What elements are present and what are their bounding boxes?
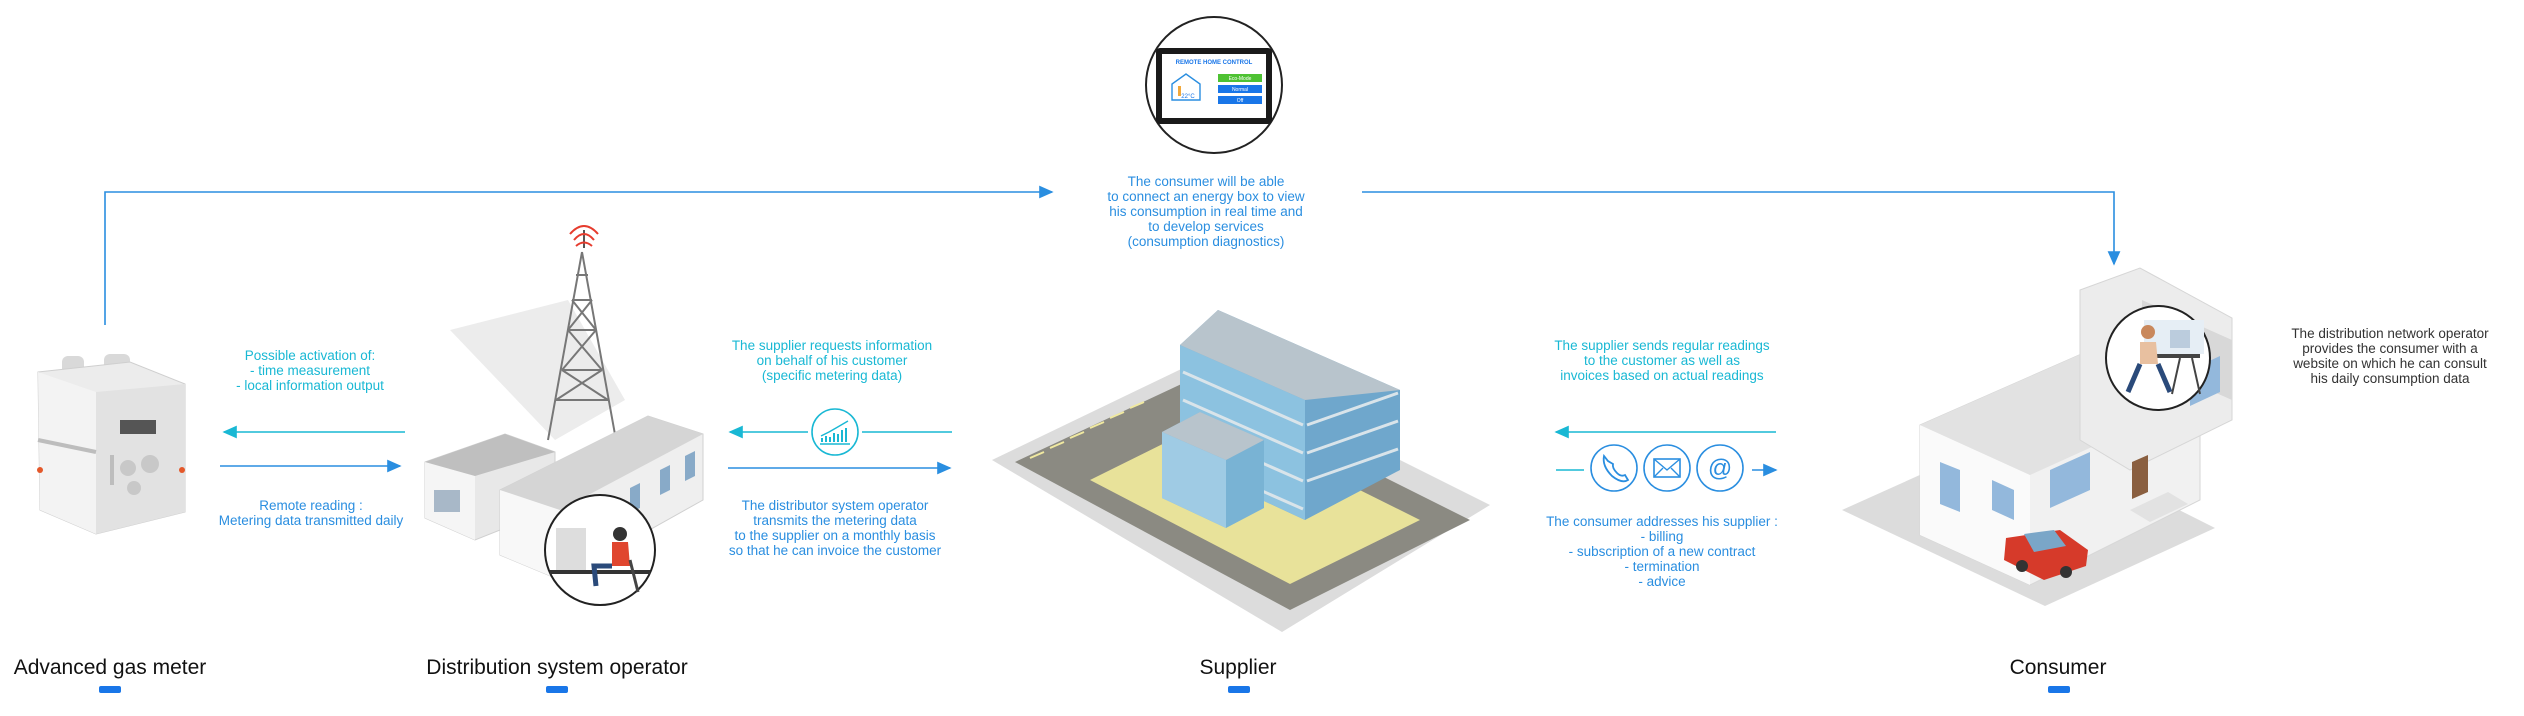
meter-operator-arrows xyxy=(220,425,405,473)
label-consumer: Consumer xyxy=(2009,656,2107,679)
chart-icon xyxy=(811,408,859,456)
label-supplier-tick xyxy=(1228,686,1250,693)
tablet-mode-eco: Eco-Mode xyxy=(1229,76,1252,82)
note-network-website: The distribution network operator provid… xyxy=(2291,326,2489,386)
label-meter-tick xyxy=(99,686,121,693)
car-icon xyxy=(2004,530,2088,580)
building-icon xyxy=(992,310,1490,632)
svg-text:@: @ xyxy=(1708,455,1732,482)
note-consumer-addresses: The consumer addresses his supplier : - … xyxy=(1546,514,1778,589)
note-energy-box: The consumer will be able to connect an … xyxy=(1107,174,1305,249)
tablet-mode-off: Off xyxy=(1237,98,1244,104)
mail-icon xyxy=(1643,444,1691,492)
note-supplier-request: The supplier requests information on beh… xyxy=(731,338,933,383)
tablet-mode-normal: Normal xyxy=(1232,87,1248,93)
note-distributor-transmit: The distributor system operator transmit… xyxy=(728,498,942,558)
operator-supplier-arrows xyxy=(728,425,952,475)
at-icon: @ xyxy=(1696,444,1744,492)
phone-icon xyxy=(1590,444,1638,492)
consumer-avatar xyxy=(2105,305,2211,411)
supplier-consumer-arrows xyxy=(1554,425,1778,477)
radio-tower-icon xyxy=(450,225,625,441)
note-activation: Possible activation of: - time measureme… xyxy=(236,348,384,393)
note-supplier-sends: The supplier sends regular readings to t… xyxy=(1554,338,1770,383)
gas-meter-icon xyxy=(37,354,186,535)
operator-avatar xyxy=(544,494,656,606)
tablet-temp: 22°C xyxy=(1181,94,1195,100)
house-icon xyxy=(1842,267,2233,606)
label-meter: Advanced gas meter xyxy=(13,656,207,679)
label-supplier: Supplier xyxy=(1199,656,1277,679)
tablet-title: REMOTE HOME CONTROL xyxy=(1176,60,1253,66)
energy-box-connector xyxy=(104,185,2121,325)
note-remote-reading: Remote reading : Metering data transmitt… xyxy=(218,498,404,528)
label-operator-tick xyxy=(546,686,568,693)
label-operator: Distribution system operator xyxy=(426,656,688,679)
label-consumer-tick xyxy=(2048,686,2070,693)
tablet-icon xyxy=(1145,16,1283,154)
